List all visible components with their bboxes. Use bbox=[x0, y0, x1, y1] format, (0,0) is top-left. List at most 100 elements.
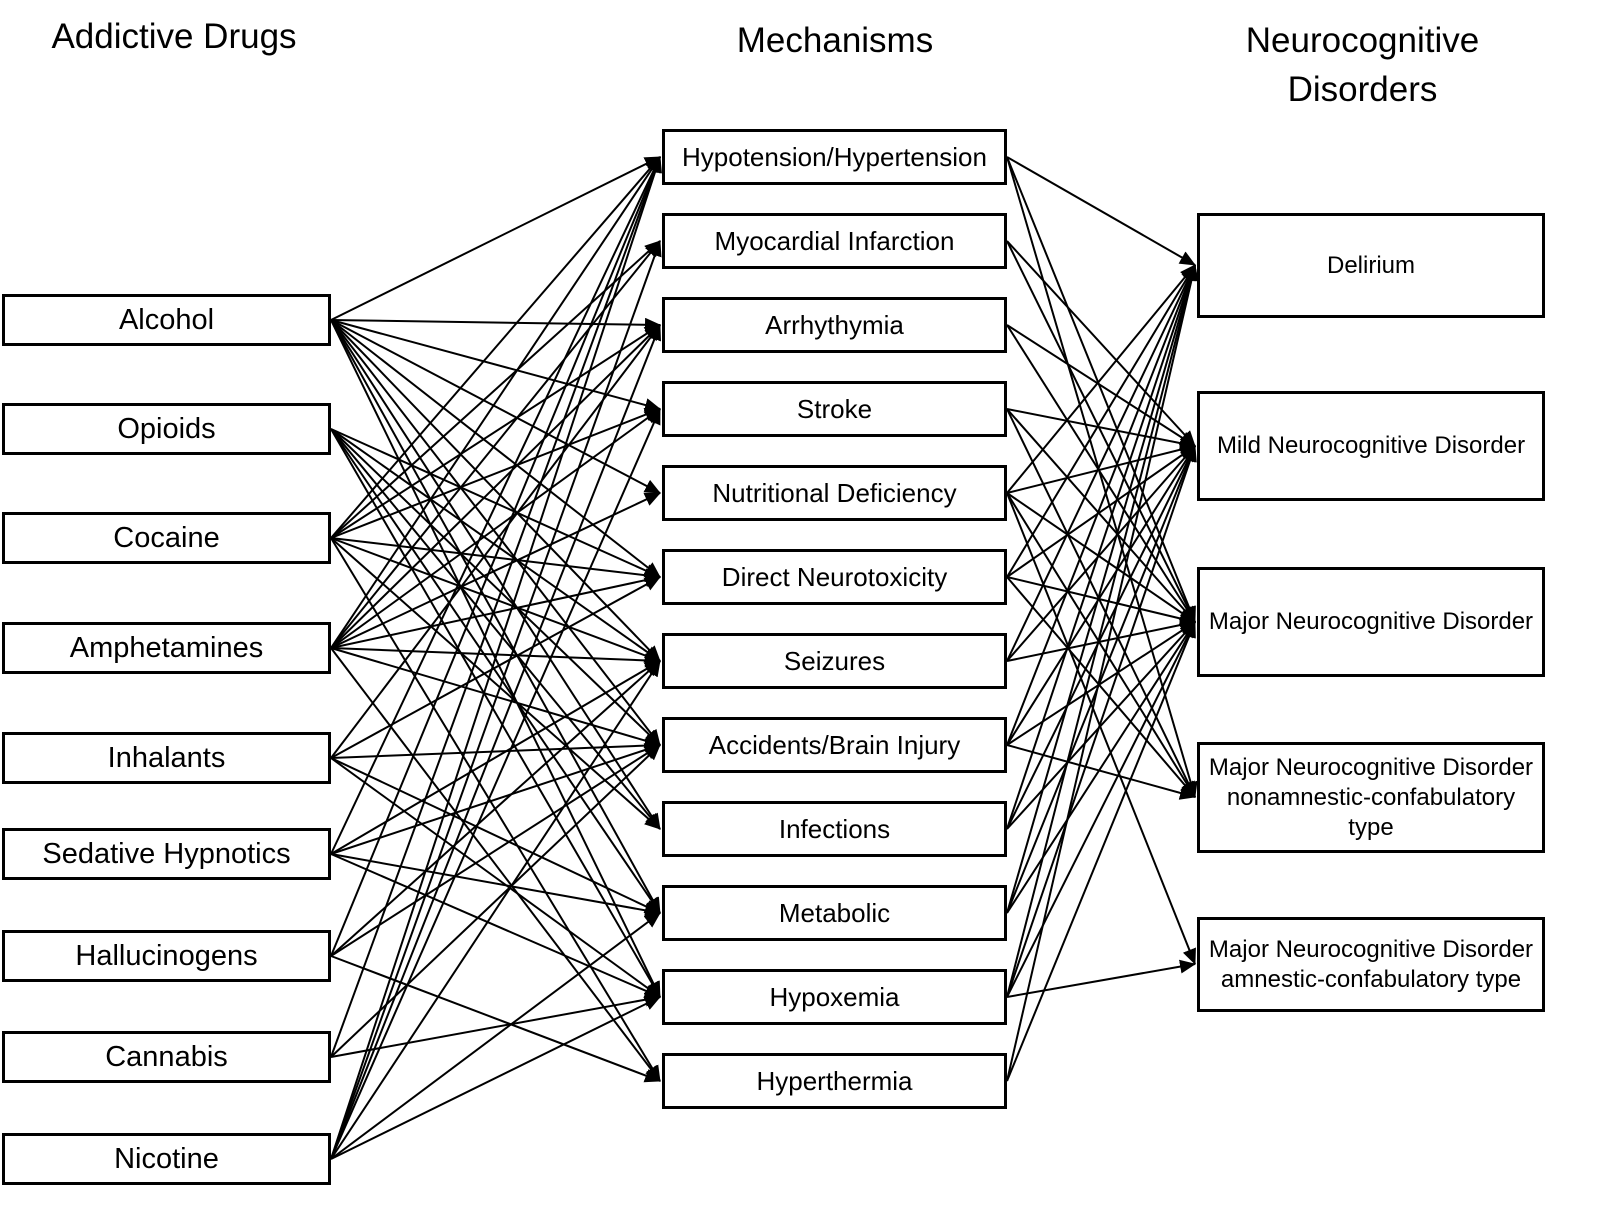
arrow-amphetamines-to-stroke bbox=[330, 408, 661, 649]
drug-node-cocaine: Cocaine bbox=[2, 512, 331, 564]
arrow-arrhythymia-to-major-ncd bbox=[1006, 324, 1196, 623]
arrow-cannabis-to-hypoxemia bbox=[330, 992, 661, 1058]
arrow-alcohol-to-nutritional-deficiency bbox=[330, 319, 661, 494]
column-header-neurocognitive-disorders: Neurocognitive Disorders bbox=[1245, 21, 1480, 109]
arrow-inhalants-to-accidents-brain-injury bbox=[330, 738, 661, 759]
arrow-nicotine-to-myocardial-infarction bbox=[330, 240, 662, 1160]
arrow-amphetamines-to-direct-neurotoxicity bbox=[330, 573, 661, 649]
column-header-addictive-drugs: Addictive Drugs bbox=[51, 17, 297, 56]
arrow-sedative-hypnotics-to-hypotension-hypertension bbox=[330, 156, 661, 855]
arrow-seizures-to-delirium bbox=[1006, 264, 1196, 662]
arrow-direct-neurotoxicity-to-mild-ncd bbox=[1006, 445, 1196, 578]
arrow-hallucinogens-to-hypotension-hypertension bbox=[330, 156, 661, 957]
arrow-nicotine-to-metabolic bbox=[330, 912, 661, 1160]
arrow-nutritional-deficiency-to-major-ncd bbox=[1006, 492, 1196, 623]
arrow-inhalants-to-metabolic bbox=[330, 757, 661, 914]
arrow-stroke-to-major-ncd bbox=[1006, 408, 1196, 623]
arrow-inhalants-to-hypoxemia bbox=[330, 757, 661, 998]
arrow-opioids-to-seizures bbox=[330, 428, 661, 662]
arrow-amphetamines-to-accidents-brain-injury bbox=[330, 647, 661, 748]
arrow-direct-neurotoxicity-to-delirium bbox=[1006, 264, 1196, 578]
arrow-sedative-hypnotics-to-hypoxemia bbox=[330, 853, 661, 998]
arrow-infections-to-delirium bbox=[1006, 264, 1197, 830]
arrow-amphetamines-to-seizures bbox=[330, 647, 661, 668]
arrow-seizures-to-major-ncd bbox=[1006, 618, 1196, 662]
drug-node-inhalants: Inhalants bbox=[2, 732, 331, 784]
arrow-hallucinogens-to-accidents-brain-injury bbox=[330, 744, 661, 957]
mechanism-node-hypoxemia: Hypoxemia bbox=[662, 969, 1007, 1025]
drug-node-sedative-hypnotics: Sedative Hypnotics bbox=[2, 828, 331, 880]
mechanism-node-arrhythymia: Arrhythymia bbox=[662, 297, 1007, 353]
arrow-nutritional-deficiency-to-major-ncd-amnestic bbox=[1006, 492, 1196, 965]
arrow-hypoxemia-to-major-ncd-amnestic bbox=[1006, 959, 1196, 998]
arrow-hypotension-hypertension-to-major-ncd bbox=[1006, 156, 1196, 623]
arrow-hypotension-hypertension-to-delirium bbox=[1006, 156, 1196, 266]
arrow-metabolic-to-major-ncd bbox=[1006, 621, 1196, 914]
arrow-amphetamines-to-arrhythymia bbox=[330, 324, 661, 649]
disorder-node-delirium: Delirium bbox=[1197, 213, 1545, 318]
arrow-accidents-brain-injury-to-major-ncd-nonamnestic bbox=[1006, 744, 1196, 800]
arrow-stroke-to-mild-ncd bbox=[1006, 408, 1196, 450]
arrow-cannabis-to-hypotension-hypertension bbox=[330, 156, 662, 1058]
arrow-alcohol-to-arrhythymia bbox=[330, 317, 661, 332]
arrow-nicotine-to-hypotension-hypertension bbox=[330, 156, 662, 1160]
arrow-accidents-brain-injury-to-major-ncd bbox=[1006, 621, 1196, 746]
arrow-alcohol-to-seizures bbox=[330, 319, 661, 662]
mechanism-node-direct-neurotoxicity: Direct Neurotoxicity bbox=[662, 549, 1007, 605]
arrow-infections-to-mild-ncd bbox=[1006, 445, 1196, 830]
arrow-direct-neurotoxicity-to-major-ncd-nonamnestic bbox=[1006, 576, 1196, 798]
arrow-sedative-hypnotics-to-metabolic bbox=[330, 853, 661, 918]
arrow-stroke-to-major-ncd-nonamnestic bbox=[1006, 408, 1196, 798]
mechanism-node-seizures: Seizures bbox=[662, 633, 1007, 689]
arrow-amphetamines-to-nutritional-deficiency bbox=[330, 492, 661, 649]
drug-node-hallucinogens: Hallucinogens bbox=[2, 930, 331, 982]
arrow-nutritional-deficiency-to-mild-ncd bbox=[1006, 442, 1196, 494]
arrow-nicotine-to-seizures bbox=[330, 660, 661, 1160]
drug-node-nicotine: Nicotine bbox=[2, 1133, 331, 1185]
arrow-accidents-brain-injury-to-mild-ncd bbox=[1006, 445, 1196, 746]
drug-node-opioids: Opioids bbox=[2, 403, 331, 455]
mechanism-node-accidents-brain-injury: Accidents/Brain Injury bbox=[662, 717, 1007, 773]
arrow-opioids-to-metabolic bbox=[330, 428, 661, 914]
mechanism-node-metabolic: Metabolic bbox=[662, 885, 1007, 941]
arrow-metabolic-to-mild-ncd bbox=[1006, 445, 1196, 914]
arrow-cocaine-to-seizures bbox=[330, 537, 661, 663]
disorder-node-major-ncd-nonamnestic: Major Neurocognitive Disorder nonamnesti… bbox=[1197, 742, 1545, 853]
arrow-hypoxemia-to-major-ncd bbox=[1006, 621, 1196, 998]
mechanism-node-stroke: Stroke bbox=[662, 381, 1007, 437]
arrow-inhalants-to-arrhythymia bbox=[330, 324, 661, 759]
arrow-hyperthermia-to-delirium bbox=[1006, 264, 1199, 1082]
arrow-alcohol-to-metabolic bbox=[330, 319, 661, 914]
mechanism-node-nutritional-deficiency: Nutritional Deficiency bbox=[662, 465, 1007, 521]
disorder-node-major-ncd-amnestic: Major Neurocognitive Disorder amnestic-c… bbox=[1197, 917, 1545, 1012]
drug-node-alcohol: Alcohol bbox=[2, 294, 331, 346]
arrow-cocaine-to-arrhythymia bbox=[330, 324, 661, 539]
arrow-inhalants-to-direct-neurotoxicity bbox=[330, 576, 661, 759]
arrow-hyperthermia-to-major-ncd bbox=[1006, 621, 1196, 1082]
arrow-nicotine-to-stroke bbox=[330, 408, 661, 1160]
arrow-cocaine-to-hypotension-hypertension bbox=[330, 156, 661, 539]
drug-node-cannabis: Cannabis bbox=[2, 1031, 331, 1083]
arrow-arrhythymia-to-mild-ncd bbox=[1006, 324, 1196, 447]
arrow-metabolic-to-delirium bbox=[1006, 264, 1198, 914]
arrow-hypoxemia-to-delirium bbox=[1006, 264, 1199, 998]
arrow-seizures-to-mild-ncd bbox=[1006, 445, 1196, 662]
arrow-hallucinogens-to-hyperthermia bbox=[330, 955, 661, 1083]
arrow-myocardial-infarction-to-mild-ncd bbox=[1006, 240, 1196, 447]
mechanism-node-infections: Infections bbox=[662, 801, 1007, 857]
arrow-nicotine-to-arrhythymia bbox=[330, 324, 662, 1160]
mechanism-node-hypotension-hypertension: Hypotension/Hypertension bbox=[662, 129, 1007, 185]
arrow-infections-to-major-ncd bbox=[1006, 621, 1196, 830]
arrow-alcohol-to-hypotension-hypertension bbox=[330, 156, 661, 321]
arrow-direct-neurotoxicity-to-major-ncd bbox=[1006, 576, 1196, 626]
arrow-myocardial-infarction-to-major-ncd bbox=[1006, 240, 1196, 623]
arrow-amphetamines-to-hypotension-hypertension bbox=[330, 156, 661, 649]
mechanism-node-hyperthermia: Hyperthermia bbox=[662, 1053, 1007, 1109]
arrow-alcohol-to-accidents-brain-injury bbox=[330, 319, 661, 746]
arrow-amphetamines-to-hyperthermia bbox=[330, 647, 661, 1082]
arrow-hypoxemia-to-mild-ncd bbox=[1006, 445, 1197, 998]
arrow-cocaine-to-stroke bbox=[330, 407, 661, 539]
arrow-sedative-hypnotics-to-accidents-brain-injury bbox=[330, 743, 661, 855]
